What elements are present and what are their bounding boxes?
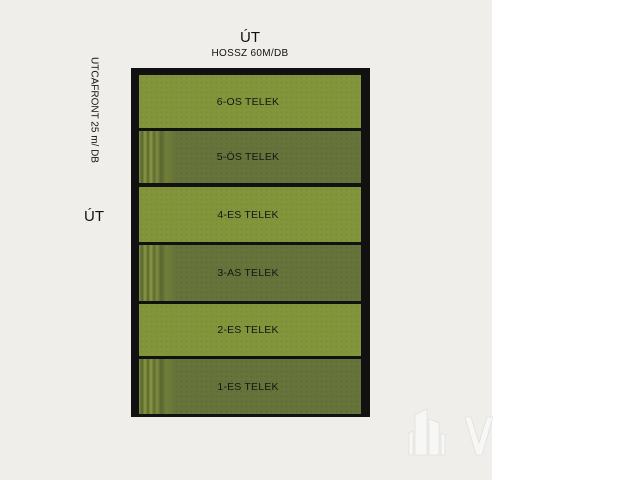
building-logo-icon bbox=[408, 408, 494, 456]
road-top-label: ÚT bbox=[240, 29, 260, 46]
plot-block: 6-OS TELEK 5-ÖS TELEK 4-ES TELEK 3-AS TE… bbox=[131, 68, 370, 417]
plot-2: 2-ES TELEK bbox=[139, 304, 361, 356]
plot-3: 3-AS TELEK bbox=[139, 245, 361, 301]
plot-4: 4-ES TELEK bbox=[139, 187, 361, 242]
plot-2-label: 2-ES TELEK bbox=[217, 324, 279, 336]
plot-6-label: 6-OS TELEK bbox=[216, 95, 280, 108]
plot-4-label: 4-ES TELEK bbox=[217, 208, 279, 221]
site-plan-canvas: ÚT HOSSZ 60M/DB UTCAFRONT 25 m/ DB ÚT 6-… bbox=[0, 0, 492, 480]
street-front-label: UTCAFRONT 25 m/ DB bbox=[88, 57, 100, 163]
plot-5-label: 5-ÖS TELEK bbox=[216, 151, 280, 163]
plot-6: 6-OS TELEK bbox=[139, 75, 361, 128]
plot-3-label: 3-AS TELEK bbox=[217, 267, 279, 279]
plot-5: 5-ÖS TELEK bbox=[139, 131, 361, 183]
road-left-label: ÚT bbox=[84, 208, 104, 225]
plot-1-label: 1-ES TELEK bbox=[217, 380, 279, 393]
plot-1: 1-ES TELEK bbox=[139, 359, 361, 414]
plot-length-label: HOSSZ 60M/DB bbox=[211, 48, 289, 59]
